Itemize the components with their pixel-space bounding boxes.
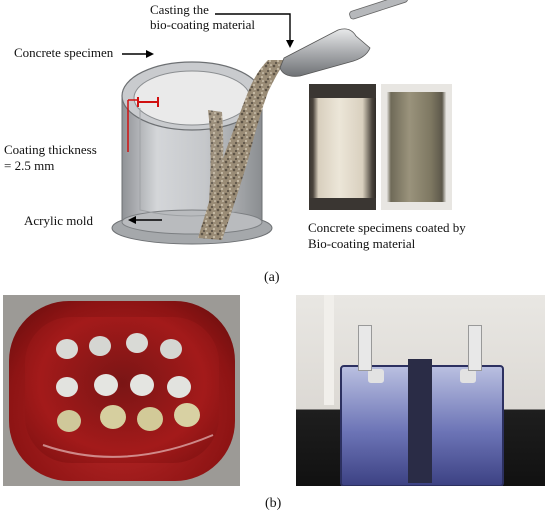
- mold-label: Acrylic mold: [24, 213, 93, 228]
- bio-coating-material: [198, 60, 286, 240]
- casting-label-line2: bio-coating material: [150, 17, 256, 32]
- acrylic-test-cell-photo: [296, 295, 545, 486]
- panel-b-caption: (b): [265, 496, 282, 511]
- thickness-label-line2: = 2.5 mm: [4, 158, 55, 173]
- thickness-marker: [127, 97, 159, 152]
- panel-a-illustration: [111, 0, 408, 245]
- casting-scoop: [279, 0, 408, 77]
- specimen-label: Concrete specimen: [14, 45, 114, 60]
- acrylic-mold: [111, 61, 273, 245]
- coated-caption-line1: Concrete specimens coated by: [308, 220, 466, 235]
- immersion-container-photo: [3, 295, 240, 486]
- annotation-arrows: [122, 13, 294, 224]
- coated-specimen-photo-light: [309, 84, 376, 210]
- coated-specimen-photo-dark: [381, 84, 452, 210]
- panel-a-caption: (a): [264, 270, 280, 285]
- specimen-discs: [56, 333, 200, 432]
- casting-label-line1: Casting the: [150, 2, 209, 17]
- thickness-label-line1: Coating thickness: [4, 142, 97, 157]
- coated-caption-line2: Bio-coating material: [308, 236, 416, 251]
